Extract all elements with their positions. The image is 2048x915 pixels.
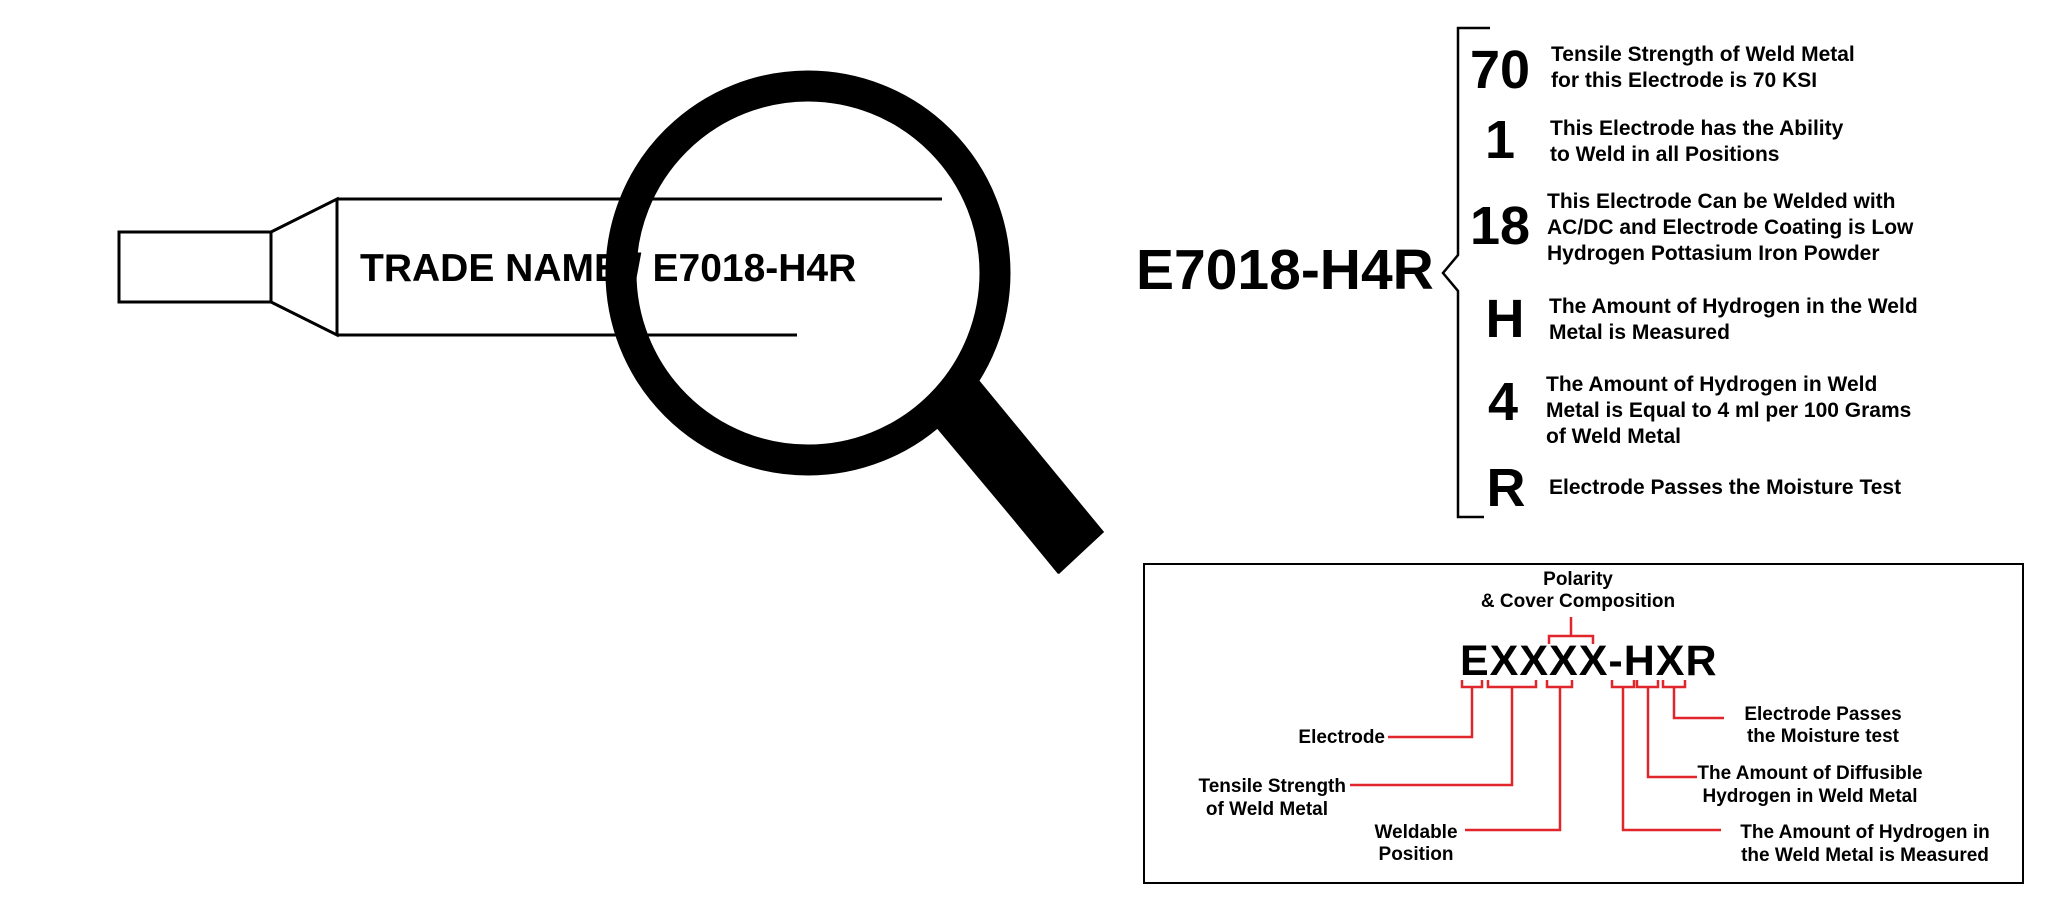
electrode-taper — [270, 196, 339, 338]
legend-pattern: EXXXX-HXR — [1460, 637, 1718, 685]
breakdown-desc-18-line1: This Electrode Can be Welded with — [1547, 190, 1896, 213]
legend-measured-line1: The Amount of Hydrogen in — [1740, 822, 1989, 843]
breakdown-code-70: 70 — [1470, 40, 1530, 100]
legend-electrode: Electrode — [1298, 727, 1385, 748]
legend-measured-line2: the Weld Metal is Measured — [1741, 845, 1989, 866]
leader-weldable — [1465, 687, 1562, 832]
leader-tensile — [1350, 687, 1514, 787]
legend-weldable-line2: Position — [1379, 844, 1454, 865]
main-code: E7018-H4R — [1136, 238, 1434, 302]
leader-moisture — [1672, 687, 1724, 720]
breakdown-desc-4-line1: The Amount of Hydrogen in Weld — [1546, 373, 1877, 396]
breakdown-desc-1-line2: to Weld in all Positions — [1550, 143, 1779, 166]
breakdown-desc-18-line3: Hydrogen Pottasium Iron Powder — [1547, 242, 1880, 265]
legend-moisture-line2: the Moisture test — [1747, 726, 1900, 747]
legend-leader-lines — [1350, 617, 1724, 832]
breakdown-desc-h-line2: Metal is Measured — [1549, 321, 1730, 344]
leader-diffusible — [1646, 687, 1697, 779]
legend-tensile-line2: of Weld Metal — [1206, 799, 1328, 820]
breakdown-code-1: 1 — [1485, 110, 1515, 170]
breakdown-code-4: 4 — [1488, 372, 1518, 432]
leader-measured — [1621, 687, 1721, 832]
breakdown-code-18: 18 — [1470, 196, 1530, 256]
legend-diffusible-line1: The Amount of Diffusible — [1697, 763, 1922, 784]
legend-polarity-line1: Polarity — [1543, 569, 1613, 590]
breakdown-bracket — [1441, 26, 1490, 519]
breakdown-desc-1-line1: This Electrode has the Ability — [1550, 117, 1844, 140]
legend-diffusible-line2: Hydrogen in Weld Metal — [1702, 786, 1917, 807]
magnifier-handle — [929, 374, 1104, 574]
breakdown-desc-70-line1: Tensile Strength of Weld Metal — [1551, 43, 1855, 66]
legend-box — [1143, 563, 2024, 884]
legend-content: Polarity & Cover Composition EXXXX-HXR E… — [1199, 569, 1990, 866]
breakdown-desc-r-line1: Electrode Passes the Moisture Test — [1549, 476, 1901, 499]
legend-weldable-line1: Weldable — [1374, 822, 1457, 843]
breakdown-code-r: R — [1487, 458, 1526, 518]
magnifier-lens-ring — [605, 70, 1011, 476]
leader-electrode — [1388, 687, 1474, 739]
breakdown-desc-70-line2: for this Electrode is 70 KSI — [1551, 69, 1817, 92]
electrode-stub — [117, 230, 273, 304]
electrode-rod-icon — [117, 196, 942, 338]
breakdown-code-h: H — [1486, 289, 1525, 349]
breakdown-desc-h-line1: The Amount of Hydrogen in the Weld — [1549, 295, 1918, 318]
magnifying-glass-icon — [605, 70, 1104, 574]
legend-tensile-line1: Tensile Strength — [1199, 776, 1346, 797]
legend-moisture-line1: Electrode Passes — [1744, 704, 1901, 725]
breakdown-desc-4-line2: Metal is Equal to 4 ml per 100 Grams — [1546, 399, 1911, 422]
breakdown-desc-18-line2: AC/DC and Electrode Coating is Low — [1547, 216, 1914, 239]
breakdown-desc-4-line3: of Weld Metal — [1546, 425, 1681, 448]
legend-polarity-line2: & Cover Composition — [1481, 591, 1675, 612]
breakdown-list: 70 Tensile Strength of Weld Metal for th… — [1470, 40, 1918, 518]
